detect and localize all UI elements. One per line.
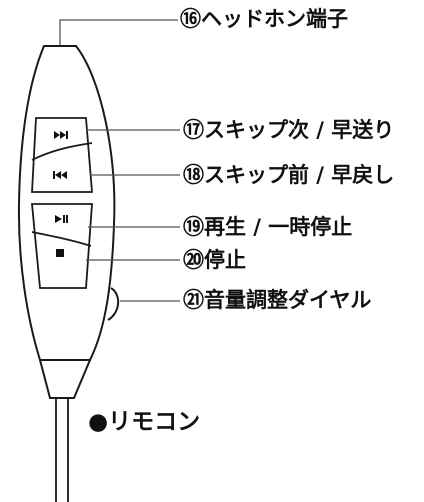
skip-prev-label: ⑱スキップ前 / 早戻し xyxy=(183,163,395,187)
remote-title: ●リモコン xyxy=(88,409,201,435)
skip-pad-divider xyxy=(31,142,93,161)
volume-dial[interactable] xyxy=(107,287,120,321)
play-pause-icon[interactable] xyxy=(55,215,68,223)
stop-label: ⑳停止 xyxy=(183,248,246,272)
skip-button-pad[interactable] xyxy=(31,117,93,193)
play-pad-divider xyxy=(31,231,92,247)
skip-next-label: ⑰スキップ次 / 早送り xyxy=(183,118,395,142)
remote-body xyxy=(17,45,116,361)
play-stop-button-pad[interactable] xyxy=(31,203,93,289)
headphone-cable xyxy=(59,19,178,46)
headphone-jack-label: ⑯ヘッドホン端子 xyxy=(180,7,348,31)
volume-dial-label: ㉑音量調整ダイヤル xyxy=(183,288,372,312)
remote-neck xyxy=(39,359,91,399)
rewind-icon[interactable] xyxy=(53,171,67,179)
play-pause-label: ⑲再生 / 一時停止 xyxy=(183,215,353,239)
fast-forward-icon[interactable] xyxy=(54,131,68,139)
stop-icon[interactable] xyxy=(56,249,64,257)
